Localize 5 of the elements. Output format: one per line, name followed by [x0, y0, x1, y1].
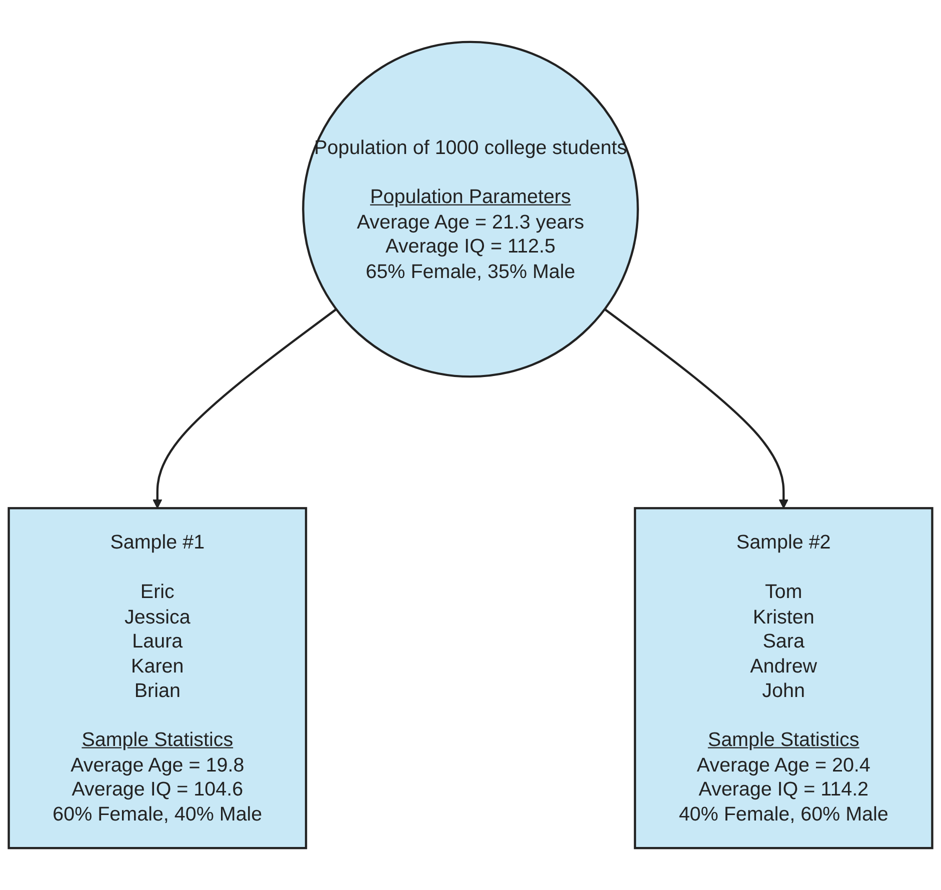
arrow	[152, 308, 337, 509]
node-circle: Population of 1000 college students Population Parameters Average Age = 21.3 years Average IQ = 112.5 65% Female, 35% Male	[302, 40, 639, 378]
arrow	[604, 308, 788, 509]
node-box: Sample #2 Tom Kristen Sara Andrew John Sample Statistics Average Age = 20.4 Average IQ = 114.2 40% Female, 60% Male	[634, 507, 934, 850]
node-box: Sample #1 Eric Jessica Laura Karen Brian Sample Statistics Average Age = 19.8 Average IQ = 104.6 60% Female, 40% Male	[8, 507, 308, 850]
